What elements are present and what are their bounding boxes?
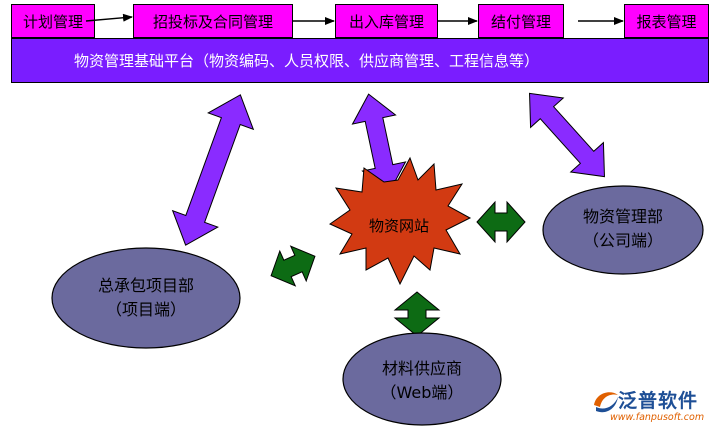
fanpu-logo-icon [594, 392, 618, 413]
process-step-plan: 计划管理 [11, 4, 95, 38]
center-node-label: 物资网站 [357, 214, 441, 238]
double-arrow-contractor-center [270, 245, 316, 287]
contractor-node-title: 总承包项目部 [97, 276, 194, 295]
supplier-node-ellipse [342, 332, 502, 426]
contractor-node-ellipse [51, 247, 241, 349]
supplier-node-subtitle: （Web端） [380, 383, 464, 402]
double-arrow-dept-platform [529, 92, 605, 178]
platform-bar: 物资管理基础平台（物资编码、人员权限、供应商管理、工程信息等） [11, 38, 709, 83]
center-node-text: 物资网站 [368, 217, 429, 235]
brand-logo-url: www.fanpusoft.com [610, 412, 705, 423]
brand-logo-name: 泛普软件 [618, 390, 699, 412]
double-arrow-contractor-platform [171, 94, 255, 246]
double-arrow-center-dept [476, 200, 526, 244]
supplier-node-title: 材料供应商 [381, 359, 462, 378]
dept-node-title: 物资管理部 [582, 207, 663, 226]
dept-node-ellipse [542, 185, 704, 275]
double-arrow-center-supplier [393, 291, 441, 337]
brand-logo: 泛普软件 www.fanpusoft.com [588, 386, 712, 430]
process-step-report: 报表管理 [624, 4, 709, 38]
process-step-bidding-contract: 招投标及合同管理 [133, 4, 293, 38]
dept-node-subtitle: （公司端） [582, 231, 663, 250]
dept-node-label: 物资管理部 （公司端） [558, 205, 688, 253]
contractor-node-label: 总承包项目部 （项目端） [76, 274, 216, 322]
contractor-node-subtitle: （项目端） [105, 300, 186, 319]
process-step-inout-stock: 出入库管理 [335, 4, 438, 38]
material-website-star [328, 156, 472, 286]
process-step-settlement: 结付管理 [478, 4, 564, 38]
supplier-node-label: 材料供应商 （Web端） [357, 357, 487, 405]
flow-arrow-1 [85, 13, 133, 22]
